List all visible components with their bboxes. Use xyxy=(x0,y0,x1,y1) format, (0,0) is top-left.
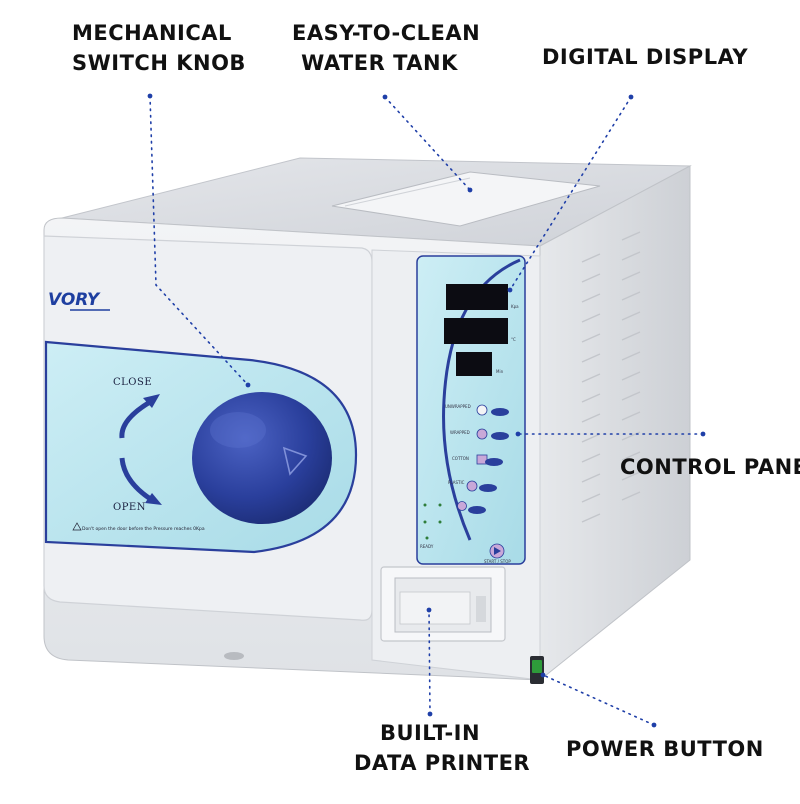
close-arrow-icon xyxy=(119,399,152,439)
printer-button[interactable] xyxy=(476,596,486,622)
close-label: CLOSE xyxy=(113,377,152,388)
wrapped-icon xyxy=(476,428,488,440)
callout-power: POWER BUTTON xyxy=(566,737,764,761)
power-button[interactable] xyxy=(532,660,542,673)
pressure-display xyxy=(446,284,508,310)
start-stop-label: START / STOP xyxy=(484,559,511,564)
callout-water-tank: EASY-TO-CLEAN WATER TANK xyxy=(292,21,481,75)
temperature-display xyxy=(444,318,508,344)
program-unwrapped-label: UNWRAPPED xyxy=(445,404,471,409)
unwrapped-button[interactable] xyxy=(491,408,509,416)
mechanical-knob[interactable] xyxy=(192,392,332,524)
brand-logo: VORY xyxy=(48,290,101,310)
custom-icon xyxy=(457,501,467,511)
open-arrow-icon xyxy=(119,457,154,503)
time-display xyxy=(456,352,492,376)
machine-side xyxy=(539,165,691,682)
cotton-button[interactable] xyxy=(485,458,503,466)
unit-celsius: °C xyxy=(511,337,516,342)
knob-arrow-icon xyxy=(282,446,308,476)
leader-dots xyxy=(147,93,706,728)
leader-lines xyxy=(149,95,704,726)
ready-label: READY xyxy=(420,544,434,549)
unwrapped-icon xyxy=(476,404,488,416)
callout-control-panel: CONTROL PANEL xyxy=(620,455,800,479)
unit-kpa: Kpa xyxy=(511,304,519,309)
door-warning-text: Don't open the door before the Pressure … xyxy=(82,526,205,532)
callout-knob: MECHANICAL SWITCH KNOB xyxy=(72,21,246,75)
program-plastic-label: PLASTIC xyxy=(448,480,465,485)
warning-icon xyxy=(72,522,82,531)
status-leds xyxy=(423,503,442,540)
callout-display: DIGITAL DISPLAY xyxy=(542,45,749,69)
program-cotton-label: COTTON xyxy=(452,456,469,461)
plastic-icon xyxy=(466,480,478,492)
water-tank-lid xyxy=(331,171,601,227)
play-icon xyxy=(494,547,501,555)
side-vents xyxy=(581,231,641,523)
unit-min: Min xyxy=(496,369,504,374)
wrapped-button[interactable] xyxy=(491,432,509,440)
callout-printer: BUILT-IN DATA PRINTER xyxy=(354,721,531,775)
open-label: OPEN xyxy=(113,502,146,513)
custom-button[interactable] xyxy=(468,506,486,514)
plastic-button[interactable] xyxy=(479,484,497,492)
program-wrapped-label: WRAPPED xyxy=(450,430,470,435)
